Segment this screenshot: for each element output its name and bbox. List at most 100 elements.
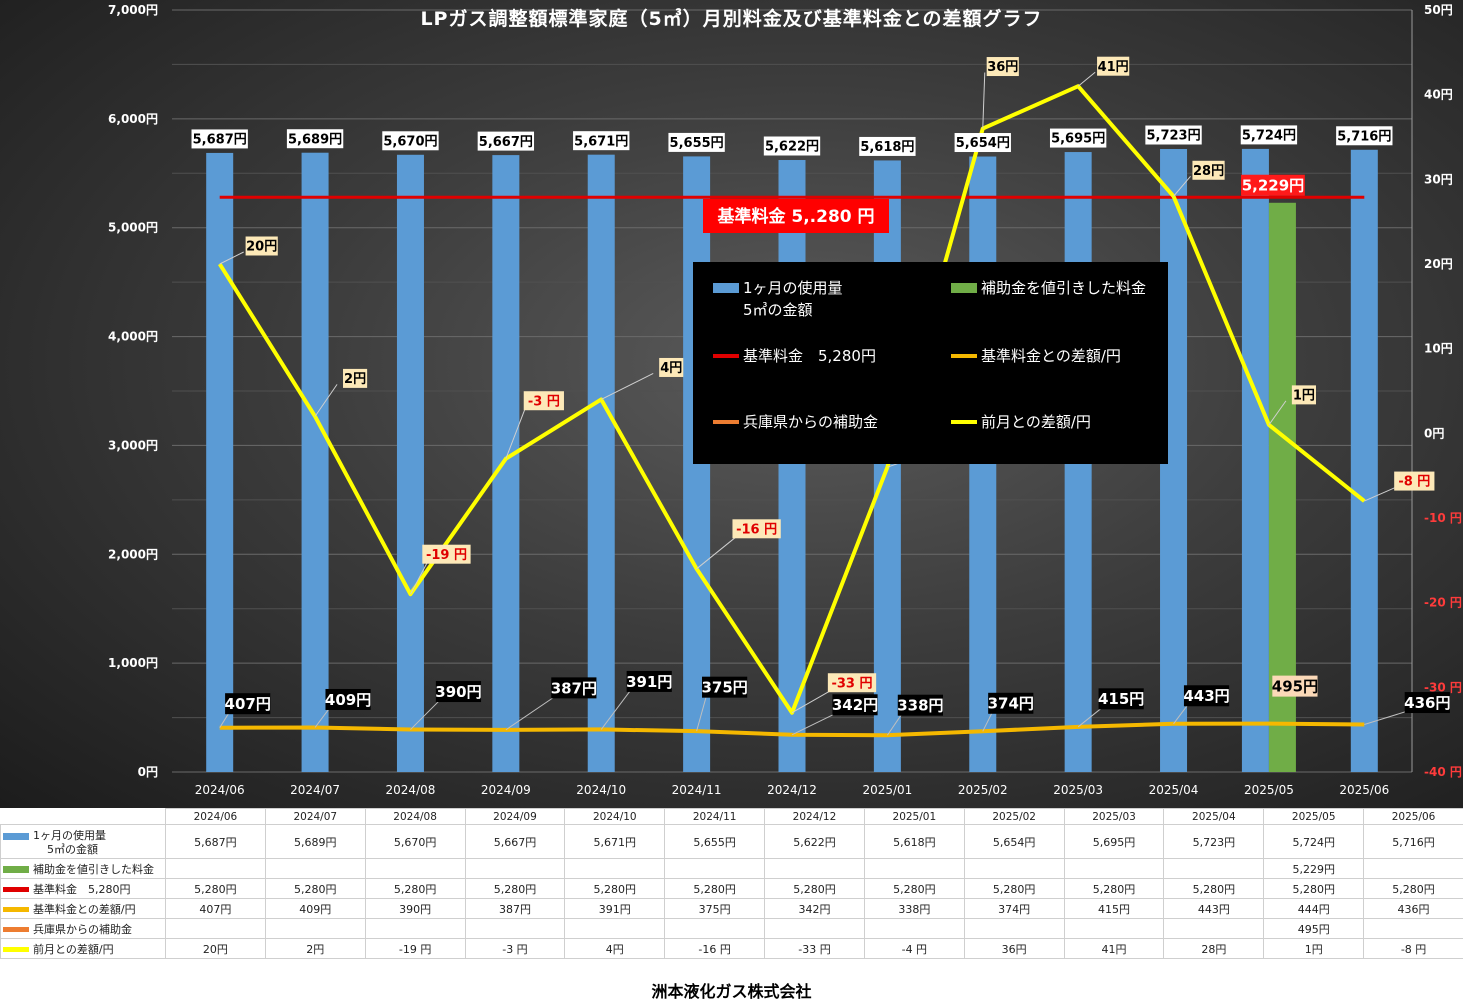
legend-label: 兵庫県からの補助金 bbox=[743, 413, 878, 431]
table-corner-cell bbox=[1, 809, 166, 825]
x-tick-label: 2024/08 bbox=[386, 783, 436, 797]
table-cell bbox=[565, 859, 665, 879]
x-tick-label: 2025/02 bbox=[958, 783, 1008, 797]
y2-tick-label: 40円 bbox=[1424, 88, 1453, 102]
table-cell: 4円 bbox=[565, 939, 665, 959]
bar-value-label: 5,671円 bbox=[574, 134, 628, 149]
table-cell bbox=[565, 919, 665, 939]
table-cell: 5,280円 bbox=[964, 879, 1064, 899]
bar-value-label: 5,695円 bbox=[1051, 132, 1105, 147]
table-header-cell: 2024/06 bbox=[166, 809, 266, 825]
diff-prev-label: 41円 bbox=[1098, 60, 1129, 75]
table-cell: 5,280円 bbox=[1064, 879, 1164, 899]
legend-swatch bbox=[3, 833, 29, 840]
table-cell: 41円 bbox=[1064, 939, 1164, 959]
table-header-cell: 2024/11 bbox=[665, 809, 765, 825]
y2-tick-label: 30円 bbox=[1424, 172, 1453, 186]
bar bbox=[779, 160, 806, 772]
table-cell bbox=[1164, 919, 1264, 939]
table-row-label: 前月との差額/円 bbox=[1, 939, 166, 959]
table-cell: -16 円 bbox=[665, 939, 765, 959]
table-cell: -8 円 bbox=[1364, 939, 1463, 959]
bar bbox=[206, 153, 233, 772]
legend-swatch bbox=[3, 947, 29, 952]
row-label-text: 基準料金との差額/円 bbox=[33, 903, 136, 916]
x-tick-label: 2024/12 bbox=[767, 783, 817, 797]
bar-value-label: 5,724円 bbox=[1242, 129, 1296, 144]
legend-label: 5㎥の金額 bbox=[743, 301, 813, 319]
legend-label: 基準料金との差額/円 bbox=[981, 347, 1121, 365]
table-cell bbox=[166, 919, 266, 939]
table-header-cell: 2025/06 bbox=[1364, 809, 1463, 825]
table-cell: -33 円 bbox=[765, 939, 865, 959]
bar-value-label: 5,618円 bbox=[860, 140, 914, 155]
table-header-cell: 2025/02 bbox=[964, 809, 1064, 825]
table-cell: 495円 bbox=[1264, 919, 1364, 939]
table-cell: -4 円 bbox=[864, 939, 964, 959]
legend-swatch bbox=[951, 354, 977, 358]
legend-swatch bbox=[3, 927, 29, 932]
row-label-text: 補助金を値引きした料金 bbox=[33, 863, 154, 876]
table-cell: 390円 bbox=[365, 899, 465, 919]
table-cell: 5,280円 bbox=[565, 879, 665, 899]
bar bbox=[397, 155, 424, 772]
table-cell: 1円 bbox=[1264, 939, 1364, 959]
legend-swatch bbox=[713, 420, 739, 424]
table-cell: 5,724円 bbox=[1264, 825, 1364, 859]
table-cell bbox=[964, 859, 1064, 879]
table-header-cell: 2024/09 bbox=[465, 809, 565, 825]
table-cell: 5,280円 bbox=[765, 879, 865, 899]
row-label-text: 基準料金 5,280円 bbox=[33, 883, 131, 896]
diff-prev-label: -19 円 bbox=[426, 548, 467, 563]
bar bbox=[302, 153, 329, 772]
y2-tick-label: -40 円 bbox=[1424, 765, 1462, 779]
table-cell bbox=[1164, 859, 1264, 879]
company-name: 洲本液化ガス株式会社 bbox=[0, 978, 1463, 1002]
diff-prev-label: 36円 bbox=[987, 60, 1018, 75]
table-cell bbox=[1064, 919, 1164, 939]
diff-base-label: 409円 bbox=[325, 691, 371, 709]
diff-base-label: 342円 bbox=[832, 696, 878, 714]
hyogo-label: 495円 bbox=[1272, 678, 1318, 696]
table-cell: 2円 bbox=[265, 939, 365, 959]
diff-prev-label: 2円 bbox=[344, 372, 366, 387]
x-tick-label: 2024/09 bbox=[481, 783, 531, 797]
diff-prev-label: 4円 bbox=[660, 361, 682, 376]
legend-swatch bbox=[951, 420, 977, 424]
diff-base-label: 390円 bbox=[435, 683, 481, 701]
table-header-cell: 2024/07 bbox=[265, 809, 365, 825]
y2-tick-label: 10円 bbox=[1424, 342, 1453, 356]
bar-value-label: 5,723円 bbox=[1146, 129, 1200, 144]
table-cell bbox=[1064, 859, 1164, 879]
table-cell: 5,280円 bbox=[465, 879, 565, 899]
diff-base-label: 374円 bbox=[988, 695, 1034, 713]
table-cell: 391円 bbox=[565, 899, 665, 919]
table-row: 兵庫県からの補助金 495円 bbox=[1, 919, 1463, 939]
y-tick-label: 3,000円 bbox=[108, 438, 158, 452]
table-cell bbox=[765, 859, 865, 879]
table-header-cell: 2024/10 bbox=[565, 809, 665, 825]
diff-base-label: 387円 bbox=[551, 679, 597, 697]
table-header-cell: 2025/04 bbox=[1164, 809, 1264, 825]
bar bbox=[492, 155, 519, 772]
table-cell: -3 円 bbox=[465, 939, 565, 959]
table-cell: 415円 bbox=[1064, 899, 1164, 919]
y-tick-label: 5,000円 bbox=[108, 221, 158, 235]
diff-prev-label: -8 円 bbox=[1398, 475, 1430, 490]
diff-prev-label: -33 円 bbox=[831, 676, 872, 691]
y2-tick-label: -20 円 bbox=[1424, 596, 1462, 610]
leader-line bbox=[1078, 72, 1095, 86]
table-cell bbox=[365, 919, 465, 939]
table-cell: 5,618円 bbox=[864, 825, 964, 859]
table-cell bbox=[365, 859, 465, 879]
bar-value-label: 5,716円 bbox=[1337, 129, 1391, 144]
table-row-label: 兵庫県からの補助金 bbox=[1, 919, 166, 939]
table-cell: 5,670円 bbox=[365, 825, 465, 859]
base-fee-banner: 基準料金 5,.280 円 bbox=[716, 206, 874, 227]
bar bbox=[969, 157, 996, 772]
legend-label: 1ヶ月の使用量 bbox=[743, 279, 843, 297]
table-header-cell: 2024/08 bbox=[365, 809, 465, 825]
